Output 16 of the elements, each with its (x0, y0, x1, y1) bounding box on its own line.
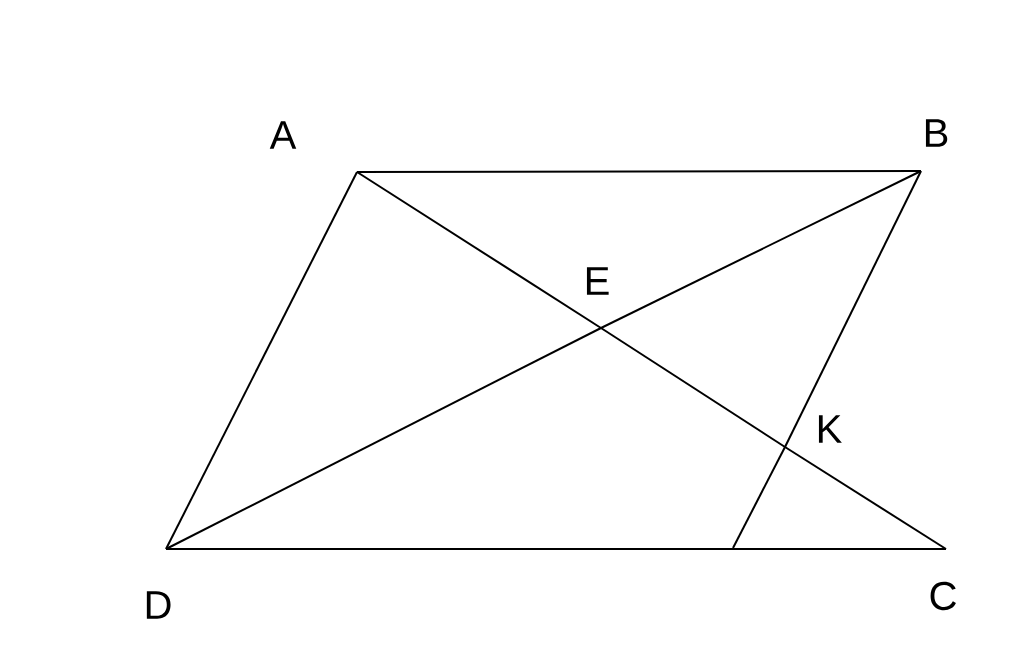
line-segment (784, 170, 922, 448)
line-segment (165, 171, 358, 550)
line-segment (165, 548, 947, 550)
line-segment (165, 327, 602, 550)
point-label: K (818, 415, 842, 443)
point-label: E (586, 267, 609, 295)
line-segment (732, 446, 786, 549)
line-segment (784, 446, 947, 550)
line-segment (356, 171, 602, 329)
line-segment (356, 170, 922, 173)
point-label: D (146, 591, 171, 619)
line-segment (600, 327, 786, 448)
point-label: A (269, 121, 297, 149)
point-label: C (930, 581, 956, 611)
line-segment (600, 170, 922, 329)
point-label: B (925, 119, 948, 147)
